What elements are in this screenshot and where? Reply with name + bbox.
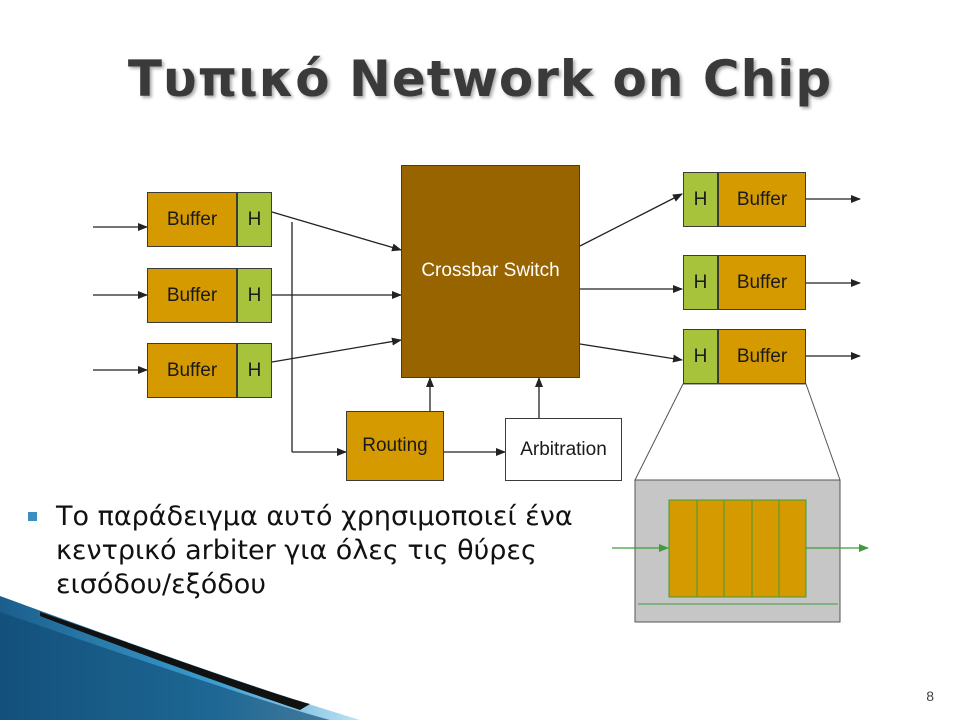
output-header-3: H [683,329,718,384]
routing-block: Routing [346,411,444,481]
bullet-text: Το παράδειγμα αυτό χρησιμοποιεί ένα κεντ… [56,501,573,600]
output-buffer-2: Buffer [718,255,806,310]
page-number: 8 [926,688,934,704]
slide-title: Τυπικό Network on Chip [127,50,833,108]
output-header-1: H [683,172,718,227]
input-buffer-2: Buffer [147,268,237,323]
bullet-square-icon [28,512,37,521]
input-buffer-3: Buffer [147,343,237,398]
corner-swoosh-decoration [0,596,360,720]
input-header-1: H [237,192,272,247]
output-header-2: H [683,255,718,310]
input-header-2: H [237,268,272,323]
arbitration-block: Arbitration [505,418,622,481]
output-buffer-3: Buffer [718,329,806,384]
crossbar-switch: Crossbar Switch [401,165,580,378]
input-header-3: H [237,343,272,398]
output-buffer-1: Buffer [718,172,806,227]
zoom-detail-callout [612,383,869,623]
input-buffer-1: Buffer [147,192,237,247]
